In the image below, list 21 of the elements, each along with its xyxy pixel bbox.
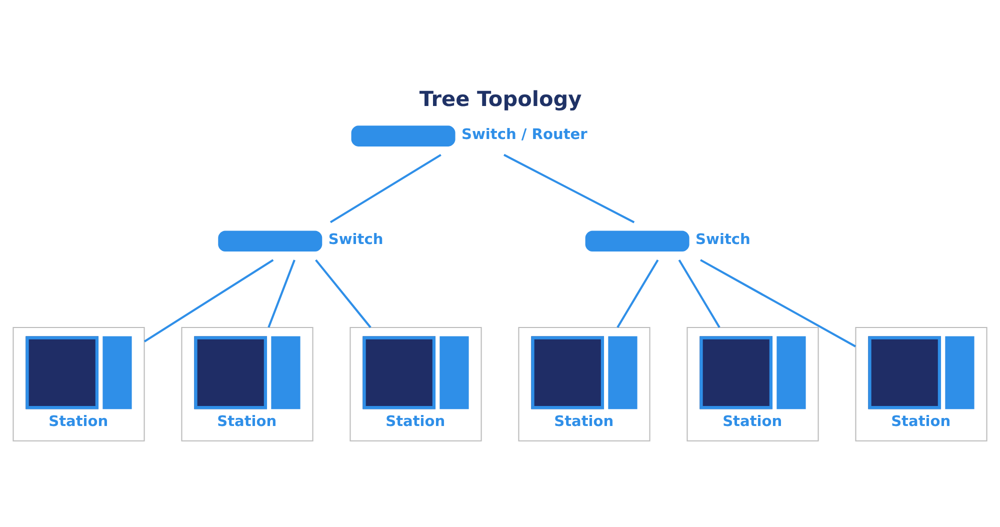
node-box	[218, 230, 322, 252]
node-label: Switch	[696, 230, 750, 248]
node-box	[585, 230, 690, 252]
node-box: Station	[686, 326, 819, 442]
connector	[700, 259, 856, 348]
connector	[144, 259, 274, 342]
connector	[678, 260, 720, 328]
node-box: Station	[181, 326, 314, 442]
connector	[616, 260, 659, 328]
node-box: Station	[518, 326, 650, 442]
diagram-title: Tree Topology	[419, 86, 582, 111]
node-box: Station	[855, 326, 988, 442]
connector	[315, 259, 372, 328]
node-box: Station	[12, 326, 145, 442]
connector	[268, 260, 296, 328]
node-box	[351, 126, 456, 146]
node-label: Switch / Router	[462, 126, 588, 143]
connector	[330, 154, 442, 224]
node-label: Switch	[328, 230, 384, 248]
connector	[504, 154, 635, 224]
node-box: Station	[350, 326, 482, 442]
